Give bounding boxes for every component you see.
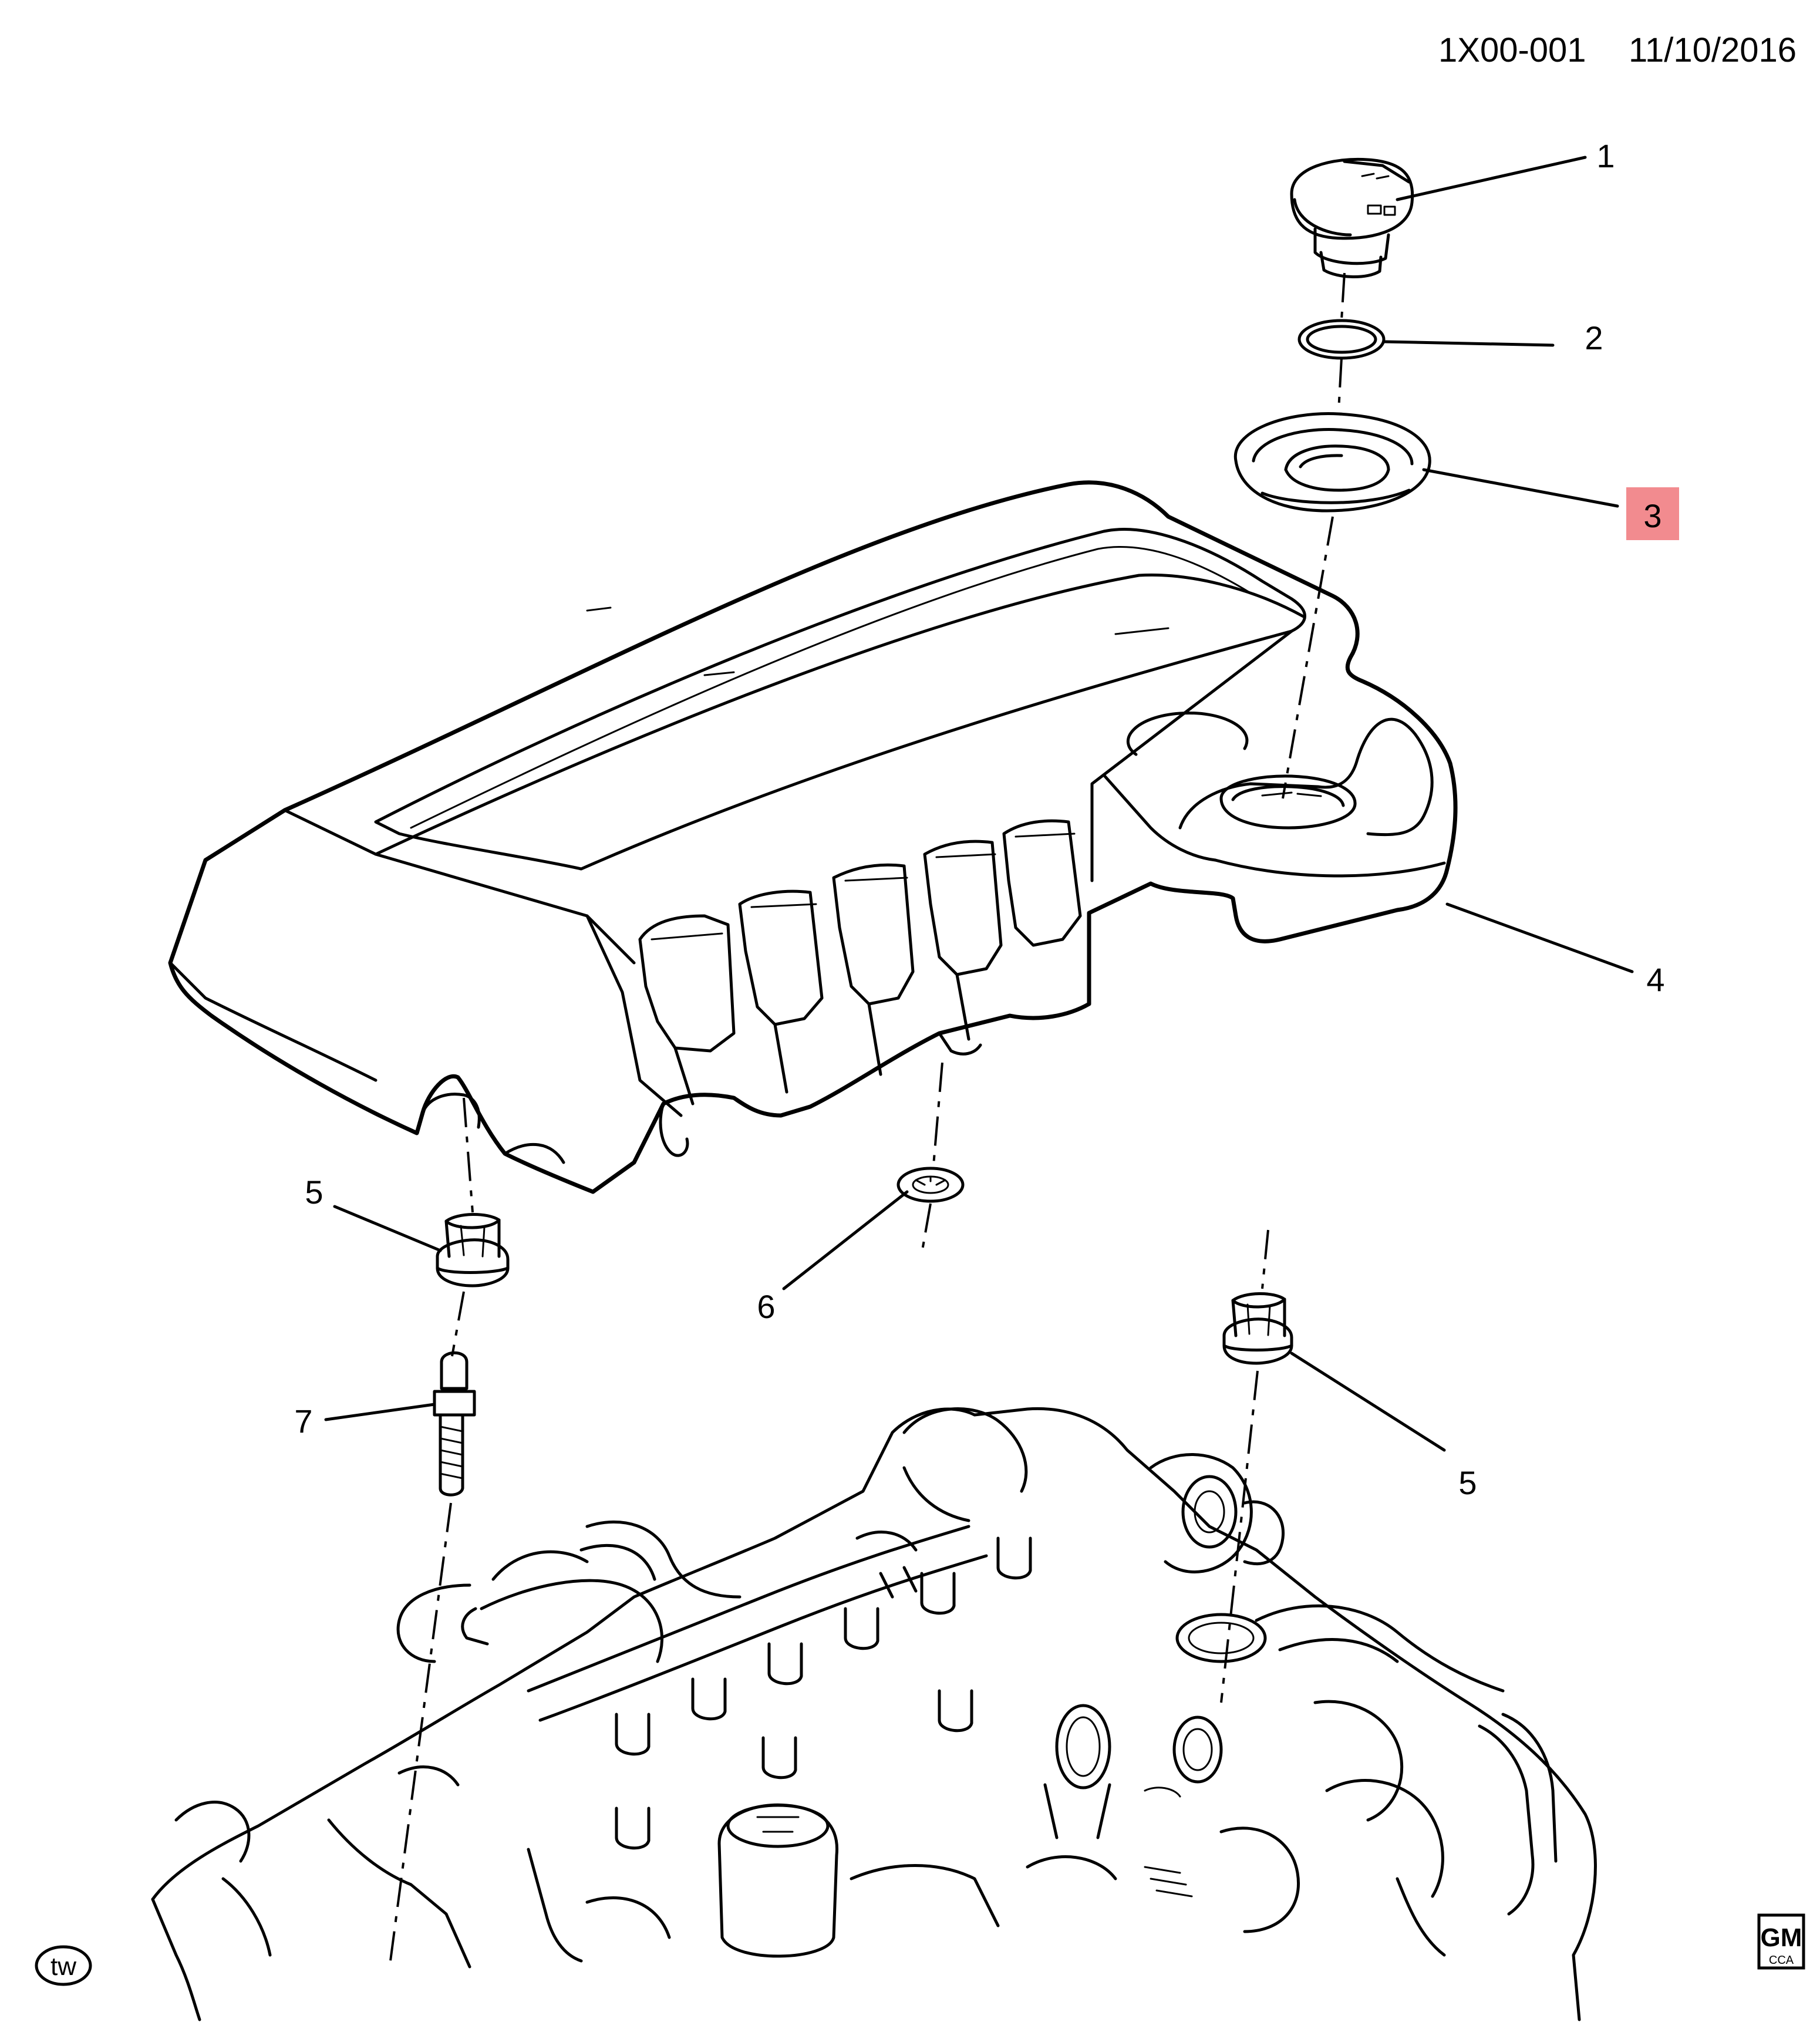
part-4-engine-cover[interactable] xyxy=(168,480,1458,1194)
gm-logo: GM CCA xyxy=(1757,1913,1805,1970)
part-5-grommet-right[interactable] xyxy=(1222,1292,1293,1365)
part-6-retainer[interactable] xyxy=(896,1167,965,1203)
tw-badge-text: tw xyxy=(50,1952,76,1981)
callout-5-right[interactable]: 5 xyxy=(1458,1464,1477,1501)
gm-logo-subtext: CCA xyxy=(1769,1954,1794,1967)
callout-labels: 1 2 3 4 5 6 5 7 xyxy=(294,137,1679,1501)
part-2-o-ring[interactable] xyxy=(1297,319,1386,360)
gm-logo-text: GM xyxy=(1761,1923,1802,1952)
callout-2[interactable]: 2 xyxy=(1585,319,1603,356)
callout-6[interactable]: 6 xyxy=(757,1288,775,1325)
doc-date: 11/10/2016 xyxy=(1629,31,1797,69)
tw-badge: tw xyxy=(35,1945,92,1986)
callout-1[interactable]: 1 xyxy=(1596,137,1615,174)
part-3-grommet[interactable] xyxy=(1233,412,1431,513)
engine-assembly xyxy=(151,1407,1597,2021)
leader-lines xyxy=(324,156,1634,1452)
assembly-centerlines xyxy=(389,272,1346,1962)
doc-code: 1X00-001 xyxy=(1438,31,1586,69)
callout-5-left[interactable]: 5 xyxy=(305,1174,323,1211)
part-5-grommet-left[interactable] xyxy=(436,1213,510,1288)
callout-3[interactable]: 3 xyxy=(1643,497,1661,534)
callout-7[interactable]: 7 xyxy=(294,1403,312,1440)
part-1-oil-filler-cap[interactable] xyxy=(1290,157,1414,278)
part-7-stud[interactable] xyxy=(433,1351,476,1497)
callout-3-highlight xyxy=(1626,487,1679,540)
callout-4[interactable]: 4 xyxy=(1646,961,1664,998)
